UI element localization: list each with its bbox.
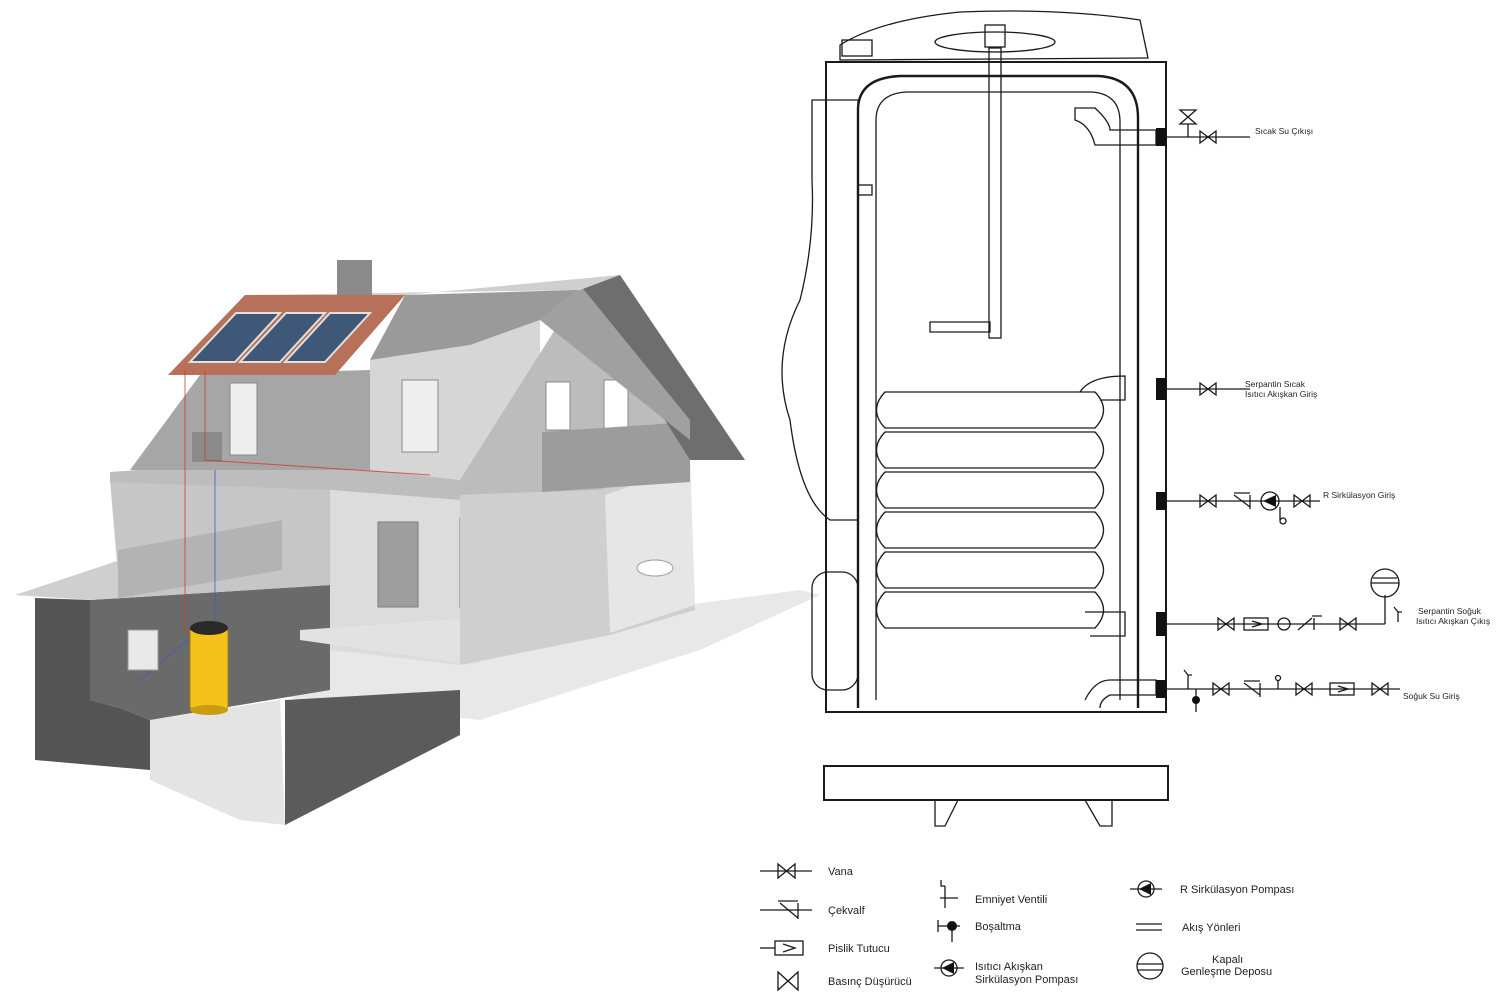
roof-right-underside: [540, 285, 690, 440]
nozzle-cold-in: [1156, 680, 1166, 698]
legend-safety-valve-icon: [940, 880, 958, 908]
legend-pressure-reducer-icon: [777, 970, 799, 992]
legend-heater-pump-icon: [934, 959, 964, 977]
legend-label-flow-directions: Akış Yönleri: [1182, 922, 1241, 934]
side-flange: [811, 571, 859, 691]
anode-cap: [984, 24, 1006, 48]
solar-panel-2: [237, 312, 328, 363]
right-foot: [1084, 799, 1113, 827]
legend-label-heater-pump-1: Isıtıcı Akışkan: [975, 961, 1043, 973]
nozzle-coil-out: [1156, 612, 1166, 636]
label-coil-in-1: Serpantin Sıcak: [1245, 379, 1306, 389]
legend-label-safety-valve: Emniyet Ventili: [975, 894, 1047, 906]
left-foot: [934, 799, 959, 827]
solar-collectors: [187, 312, 373, 363]
dip-tube: [929, 321, 991, 333]
boiler-body: [189, 627, 229, 711]
tank-inner-shell: [856, 74, 1140, 708]
chimney: [337, 260, 372, 295]
legend-label-heater-pump-2: Sirkülasyon Pompası: [975, 974, 1078, 986]
tank-top-dome: [934, 31, 1056, 53]
anode-rod: [988, 47, 1002, 339]
label-recirc-in: R Sirkülasyon Giriş: [1323, 490, 1395, 500]
tank-technical-drawing: Sıcak Su Çıkışı Serpantin Sıcak Isıtıcı …: [781, 10, 1490, 827]
ground-floor-kitchen-counter: [118, 520, 282, 598]
radiator: [192, 432, 222, 462]
balcony: [542, 422, 690, 492]
legend-label-expansion-tank-2: Genleşme Deposu: [1181, 966, 1272, 978]
legend-strainer-icon: [760, 940, 804, 956]
nozzle-coil-in: [1156, 378, 1166, 400]
legend-recirc-pump-icon: [1130, 880, 1162, 898]
tank-base: [823, 765, 1169, 801]
coil-outlet-elbow: [1085, 611, 1126, 637]
bathroom-wall: [605, 465, 695, 633]
legend-label-valve: Vana: [828, 866, 854, 878]
legend-valve-icon: [760, 862, 812, 880]
heating-coil: [875, 375, 1126, 637]
legend-flow-directions-icon: [1136, 923, 1162, 931]
coil-loop-2: [875, 431, 1105, 469]
attic-door-2: [401, 379, 439, 453]
roof-upper-strip: [245, 275, 620, 295]
nozzle-recirc: [1156, 492, 1166, 510]
yard-ground: [259, 590, 820, 720]
label-cold-in: Soğuk Su Giriş: [1403, 691, 1460, 701]
legend-label-recirc-pump: R Sirkülasyon Pompası: [1180, 884, 1294, 896]
legend-label-strainer: Pislik Tutucu: [828, 943, 890, 955]
legend-check-valve-icon: [760, 900, 812, 919]
boiler-tank: [189, 621, 229, 715]
legend-label-pressure-reducer: Basınç Düşürücü: [828, 976, 912, 988]
gable-window-2: [603, 379, 629, 431]
hot-out-piping: [1166, 109, 1250, 145]
tank-top-cover: [839, 10, 1149, 61]
legend-label-expansion-tank-1: Kapalı: [1212, 954, 1243, 966]
solar-panel-1: [187, 312, 283, 363]
legend-drain-icon: [937, 920, 960, 942]
front-door-left: [377, 521, 419, 608]
label-hot-out: Sıcak Su Çıkışı: [1255, 126, 1313, 136]
thermostat-bracket: [857, 184, 873, 196]
roof-right-slope: [580, 275, 745, 460]
coil-inlet-elbow: [1079, 375, 1126, 401]
dormer: [370, 290, 575, 360]
coil-in-piping: [1166, 381, 1250, 397]
wall-heater-unit: [127, 629, 159, 671]
legend-expansion-tank-icon: [1136, 952, 1164, 980]
top-lug: [841, 39, 873, 57]
coil-loop-4: [875, 511, 1105, 549]
basement-right-wall: [285, 690, 460, 825]
house-cutaway-illustration: [15, 260, 820, 825]
basement-floor: [150, 700, 285, 825]
label-coil-in-2: Isıtıcı Akışkan Giriş: [1245, 389, 1317, 399]
label-coil-out-2: Isıtıcı Akışkan Çıkış: [1416, 616, 1490, 626]
symbol-legend: Vana Çekvalf Pislik Tutucu Basınç Düşürü…: [760, 862, 1294, 992]
coil-loop-6: [875, 591, 1105, 629]
boiler-bottom: [190, 705, 228, 715]
basement-front-wall: [35, 598, 150, 770]
nozzle-hot-out: [1156, 128, 1166, 146]
gable-window-1: [545, 381, 571, 431]
recirc-piping: [1166, 491, 1320, 525]
attic-door: [229, 382, 258, 456]
washbasin: [636, 559, 674, 577]
side-control-panel: [781, 99, 859, 521]
coil-loop-5: [875, 551, 1105, 589]
label-coil-out-1: Serpantin Soğuk: [1418, 606, 1482, 616]
legend-label-drain: Boşaltma: [975, 921, 1022, 933]
coil-loop-3: [875, 471, 1105, 509]
coil-out-piping: [1166, 568, 1402, 632]
tank-inner-wall: [875, 91, 1121, 700]
solar-panel-3: [282, 312, 373, 363]
boiler-top: [190, 621, 228, 635]
cold-in-piping: [1166, 669, 1400, 712]
legend-label-check-valve: Çekvalf: [828, 905, 866, 917]
